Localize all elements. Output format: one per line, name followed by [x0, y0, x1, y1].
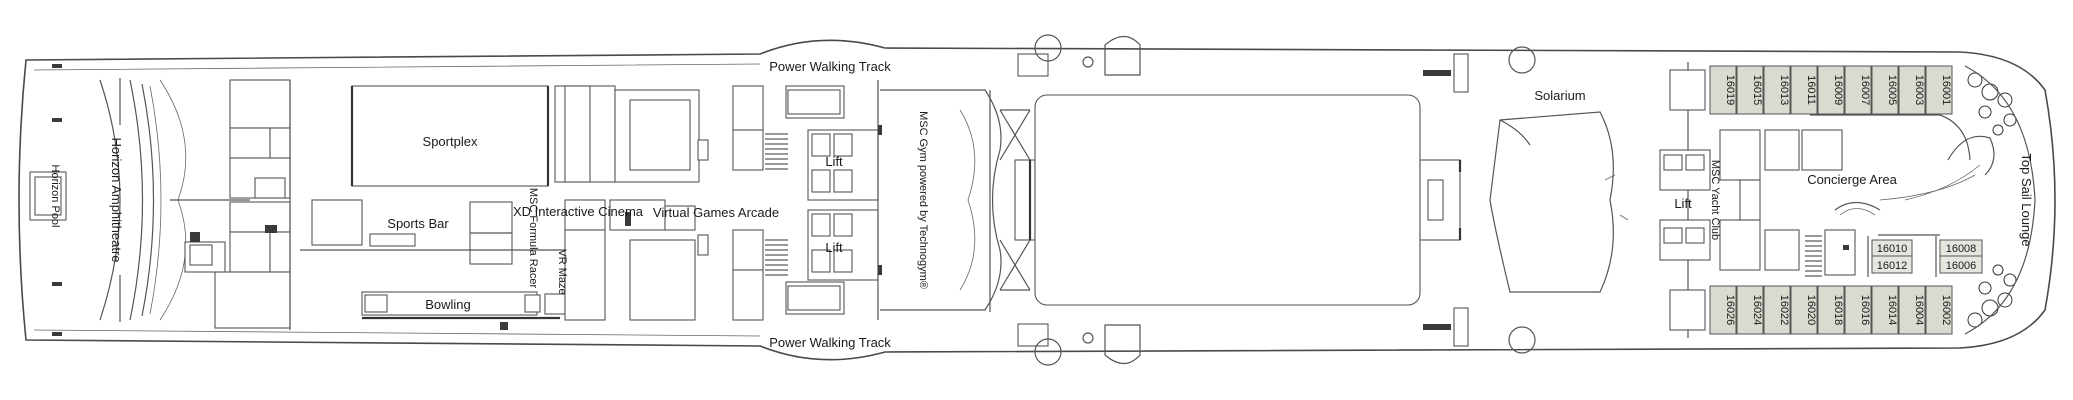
xd-cinema-label: XD Interactive Cinema [513, 204, 644, 219]
cabin-number: 16026 [1724, 295, 1736, 326]
amphitheatre-area [99, 78, 250, 322]
inner-cabins [1867, 236, 1983, 277]
cabin-number: 16007 [1859, 75, 1871, 106]
virtual-games-arcade-label: Virtual Games Arcade [653, 205, 779, 220]
cabin-number: 16003 [1913, 75, 1925, 106]
vr-maze-label: VR Maze [556, 249, 568, 294]
horizon-amphitheatre-label: Horizon Amphitheatre [109, 137, 124, 262]
sports-bar-label: Sports Bar [387, 216, 449, 231]
cabin-number: 16004 [1913, 295, 1925, 326]
lift-upper-label: Lift [825, 154, 843, 169]
bridge-wing-bottom [1017, 307, 1536, 366]
power-walking-track-bottom-label: Power Walking Track [769, 335, 891, 350]
cabin-number: 16020 [1805, 295, 1817, 326]
sportplex-label: Sportplex [423, 134, 478, 149]
horizon-pool-area [29, 64, 67, 336]
cabin-row-bottom [1709, 285, 1953, 335]
cabin-number: 16005 [1886, 75, 1898, 106]
solarium-label: Solarium [1534, 88, 1585, 103]
formula-racer-label: MSC Formula Racer [527, 188, 539, 289]
cabin-number: 16022 [1778, 295, 1790, 326]
yacht-club-area [1659, 62, 1995, 338]
cabin-number: 16010 [1877, 243, 1908, 255]
open-deck [1034, 94, 1421, 306]
cabin-number: 16018 [1832, 295, 1844, 326]
bridge-wing-top [1017, 34, 1536, 93]
cabin-number: 16006 [1946, 260, 1977, 272]
cabin-number: 16024 [1751, 295, 1763, 326]
bowling-label: Bowling [425, 297, 471, 312]
cabin-number: 16008 [1946, 243, 1977, 255]
top-sail-planters [1964, 65, 2036, 335]
yacht-club-label: MSC Yacht Club [1709, 160, 1721, 240]
cabin-number: 16019 [1724, 75, 1736, 106]
cabin-row-top [1709, 65, 1953, 115]
horizon-pool-label: Horizon Pool [49, 165, 61, 228]
cabin-number: 16015 [1751, 75, 1763, 106]
connector [999, 109, 1036, 291]
gym-label: MSC Gym powered by Technogym® [917, 111, 929, 289]
top-sail-lounge-label: Top Sail Lounge [2019, 153, 2034, 246]
cinema-area [554, 85, 709, 321]
gym-area [880, 89, 1002, 312]
bowling-area [361, 291, 566, 330]
cabin-number: 16012 [1877, 260, 1908, 272]
cabin-number: 16002 [1940, 295, 1952, 326]
cabin-number: 16001 [1940, 75, 1952, 106]
aft-rooms [184, 79, 291, 330]
central-stair-block [732, 80, 882, 321]
concierge-label: Concierge Area [1807, 172, 1897, 187]
sportplex-area [300, 85, 565, 265]
cabin-number: 16011 [1805, 75, 1817, 105]
power-walking-track-top-label: Power Walking Track [769, 59, 891, 74]
yacht-lift-label: Lift [1674, 196, 1692, 211]
solarium-area [1489, 111, 1629, 293]
cabin-number: 16014 [1886, 295, 1898, 326]
lift-lower-label: Lift [825, 240, 843, 255]
cabin-number: 16016 [1859, 295, 1871, 326]
cabin-number: 16013 [1778, 75, 1790, 106]
mid-forward-rooms [1419, 159, 1462, 241]
cabin-number: 16009 [1832, 75, 1844, 106]
